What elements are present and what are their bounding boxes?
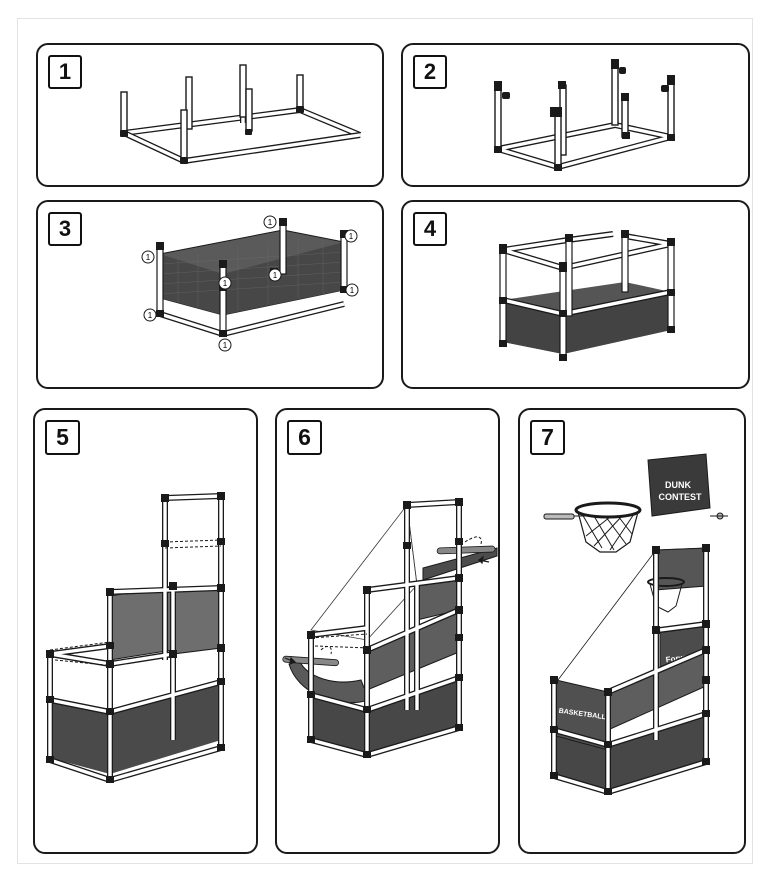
svg-text:1: 1 — [349, 232, 354, 241]
uprights — [494, 64, 675, 168]
callout-marker: 1 — [345, 283, 359, 297]
callout-marker: 1 — [218, 338, 232, 352]
backboard-text-line-1: DUNK — [665, 480, 691, 490]
step-1-illustration — [120, 64, 362, 164]
elbow-connectors — [494, 59, 675, 171]
step-number-1: 1 — [48, 55, 82, 89]
base-frame — [497, 121, 672, 171]
step-5-panel: 5 — [33, 408, 258, 854]
callout-marker: 1 — [263, 215, 277, 229]
joints — [120, 106, 304, 164]
svg-text:1: 1 — [268, 218, 273, 227]
step-5-illustration — [46, 492, 225, 784]
callout-marker: 1 — [344, 229, 358, 243]
callout-marker: 1 — [268, 268, 282, 282]
insert-arrows — [284, 555, 490, 665]
joints — [550, 544, 710, 795]
mesh-box — [503, 282, 671, 354]
step-1-panel: 1 — [36, 43, 384, 187]
callout-marker: 1 — [141, 250, 155, 264]
callout-marker: 1 — [218, 276, 232, 290]
step-number-3: 3 — [48, 212, 82, 246]
dashed-guides — [310, 536, 482, 655]
svg-text:1: 1 — [146, 253, 151, 262]
step-6-panel: 6 — [275, 408, 500, 854]
step-6-illustration — [282, 498, 498, 759]
svg-text:1: 1 — [223, 341, 228, 350]
callout-marker: 1 — [143, 308, 157, 322]
step-4-illustration — [499, 230, 675, 361]
curved-chute — [288, 659, 370, 704]
step-number-6: 6 — [287, 420, 322, 455]
svg-text:1: 1 — [223, 279, 228, 288]
joints — [307, 498, 463, 758]
uprights — [120, 64, 304, 161]
step-2-illustration — [494, 59, 675, 171]
step-number-5: 5 — [45, 420, 80, 455]
step-number-7: 7 — [530, 420, 565, 455]
dashed-guides — [49, 539, 222, 667]
side-panels — [109, 585, 222, 661]
lower-mesh — [50, 682, 221, 774]
step-3-panel: 3 1 1 1 1 — [36, 200, 384, 389]
mesh-enclosure — [159, 229, 345, 316]
step-7-illustration: DUNK CONTEST Forwards — [543, 453, 728, 796]
step-number-2: 2 — [413, 55, 447, 89]
svg-text:1: 1 — [350, 286, 355, 295]
mesh-texture — [159, 238, 345, 310]
step-2-panel: 2 — [401, 43, 750, 187]
svg-text:1: 1 — [148, 311, 153, 320]
backboard-text-line-2: CONTEST — [658, 492, 702, 502]
joints — [499, 230, 675, 361]
step-3-illustration: 1 1 1 1 1 1 1 1 — [141, 215, 359, 352]
joints — [46, 492, 225, 783]
backboard: DUNK CONTEST — [647, 453, 711, 517]
step-number-4: 4 — [413, 212, 447, 246]
step-4-panel: 4 — [401, 200, 750, 389]
svg-text:1: 1 — [273, 271, 278, 280]
hoop — [574, 501, 642, 553]
step-7-panel: 7 DUNK CONTEST Forwards — [518, 408, 746, 854]
page-frame — [17, 18, 753, 864]
base-frame — [122, 103, 362, 164]
callout-markers: 1 1 1 1 1 1 1 1 — [141, 215, 359, 352]
